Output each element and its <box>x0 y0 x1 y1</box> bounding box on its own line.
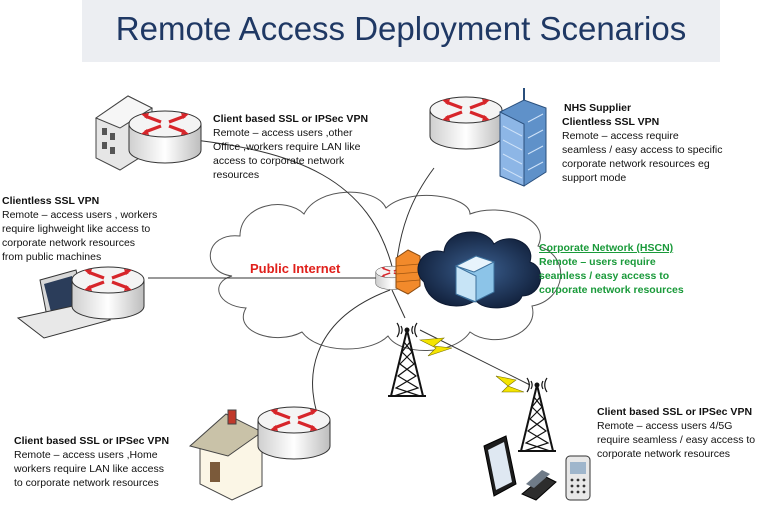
laptop-heading: Clientless SSL VPN <box>2 195 100 207</box>
page-title: Remote Access Deployment Scenarios <box>115 10 687 47</box>
office-router-icon <box>127 109 203 165</box>
office-heading: Client based SSL or IPSec VPN <box>213 113 369 125</box>
mobile-heading: Client based SSL or IPSec VPN <box>597 406 753 418</box>
office-label: Client based SSL or IPSec VPN Remote – a… <box>213 112 368 182</box>
corporate-heading: Corporate Network (HSCN) <box>539 242 674 254</box>
office-line: resources <box>213 169 260 181</box>
office-line: Remote – access users ,other <box>213 127 353 139</box>
supplier-line: support mode <box>562 172 627 184</box>
home-line: workers require LAN like access <box>14 463 164 475</box>
laptop-line: require lighweight like access to <box>2 223 151 235</box>
laptop-line: corporate network resources <box>2 237 136 249</box>
laptop-line: Remote – access users , workers <box>2 209 158 221</box>
supplier-line: Remote – access require <box>562 130 679 142</box>
corporate-label: Corporate Network (HSCN) Remote – users … <box>539 241 684 297</box>
link-office <box>175 137 394 271</box>
house-icon <box>188 409 263 501</box>
link-supplier <box>395 167 435 269</box>
firewall-icon <box>395 249 421 295</box>
mobile-line: require seamless / easy access to <box>597 434 756 446</box>
lightning-icon-2 <box>495 375 525 393</box>
supplier-heading: Clientless SSL VPN <box>562 116 660 128</box>
tablet-icon <box>483 435 517 497</box>
laptop-line: from public machines <box>2 251 102 263</box>
office-line: Office ,workers require LAN like <box>213 141 361 153</box>
keypad-phone-icon <box>565 455 591 501</box>
supplier-line: corporate network resources eg <box>562 158 710 170</box>
cell-tower-icon-2 <box>517 377 557 452</box>
mobile-line: Remote – access users 4/5G <box>597 420 733 432</box>
mobile-line: corporate network resources <box>597 448 731 460</box>
home-line: to corporate network resources <box>14 477 159 489</box>
corporate-line: seamless / easy access to <box>539 270 670 282</box>
office-line: access to corporate network <box>213 155 345 167</box>
corporate-cloud-icon <box>417 231 542 309</box>
home-line: Remote – access users ,Home <box>14 449 158 461</box>
laptop-router-icon <box>70 265 146 321</box>
home-router-icon <box>256 405 332 461</box>
link-tower2 <box>419 329 531 386</box>
lightning-icon <box>418 337 453 357</box>
internet-label: Public Internet <box>250 261 341 276</box>
supplier-router-icon <box>428 95 504 151</box>
home-heading: Client based SSL or IPSec VPN <box>14 435 170 447</box>
skyscraper-icon <box>499 88 547 187</box>
supplier-label: NHS Supplier Clientless SSL VPN Remote –… <box>562 101 722 185</box>
laptop-label: Clientless SSL VPN Remote – access users… <box>2 194 157 264</box>
corporate-building-icon <box>454 255 496 303</box>
mobile-label: Client based SSL or IPSec VPN Remote – a… <box>597 405 755 461</box>
title-band <box>82 0 720 62</box>
home-label: Client based SSL or IPSec VPN Remote – a… <box>14 434 169 490</box>
supplier-org: NHS Supplier <box>564 102 632 114</box>
corporate-line: Remote – users require <box>539 256 656 268</box>
corporate-line: corporate network resources <box>539 284 684 296</box>
link-tower <box>391 289 406 319</box>
phone-icon <box>521 470 557 501</box>
supplier-line: seamless / easy access to specific <box>562 144 723 156</box>
